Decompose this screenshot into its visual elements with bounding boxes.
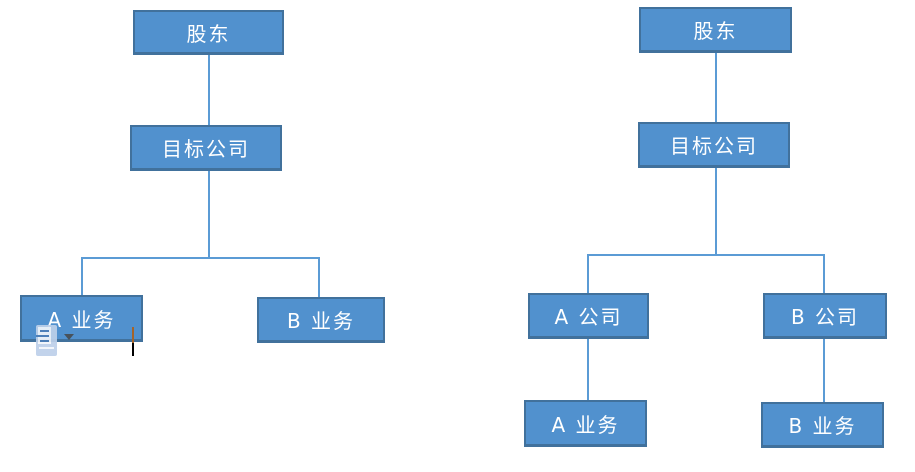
left-connector-horizontal bbox=[81, 257, 320, 259]
left-business-b-box[interactable]: B 业务 bbox=[257, 297, 385, 343]
paste-bar-glyph bbox=[36, 335, 43, 337]
text-cursor-over-shape bbox=[132, 327, 134, 343]
left-business-a-box[interactable]: A 业务 bbox=[20, 295, 143, 342]
paste-options-icon[interactable] bbox=[36, 325, 57, 356]
paste-lower-glyph bbox=[39, 347, 54, 349]
right-shareholder-box[interactable]: 股东 bbox=[639, 7, 792, 53]
text-cursor bbox=[132, 343, 134, 356]
right-business-b-box[interactable]: B 业务 bbox=[761, 402, 884, 448]
right-connector-drop-company-a bbox=[587, 254, 589, 293]
right-connector-drop-company-b bbox=[823, 254, 825, 293]
right-connector-target-stem bbox=[715, 168, 717, 255]
left-connector-drop-business-b bbox=[318, 257, 320, 297]
right-connector-company-b-business-b bbox=[823, 339, 825, 402]
left-connector-drop-business-a bbox=[81, 257, 83, 295]
right-target-company-box[interactable]: 目标公司 bbox=[638, 122, 790, 168]
left-connector-target-stem bbox=[208, 171, 210, 258]
right-connector-company-a-business-a bbox=[587, 339, 589, 400]
right-connector-shareholder-target bbox=[715, 53, 717, 122]
right-company-a-box[interactable]: A 公司 bbox=[528, 293, 649, 339]
right-connector-horizontal bbox=[587, 254, 825, 256]
left-connector-shareholder-target bbox=[208, 55, 210, 125]
left-shareholder-box[interactable]: 股东 bbox=[133, 10, 284, 55]
left-target-company-box[interactable]: 目标公司 bbox=[130, 125, 282, 171]
right-business-a-box[interactable]: A 业务 bbox=[524, 400, 647, 447]
paste-page-glyph bbox=[38, 327, 51, 344]
dropdown-arrow-icon[interactable] bbox=[64, 334, 74, 340]
right-company-b-box[interactable]: B 公司 bbox=[763, 293, 887, 339]
